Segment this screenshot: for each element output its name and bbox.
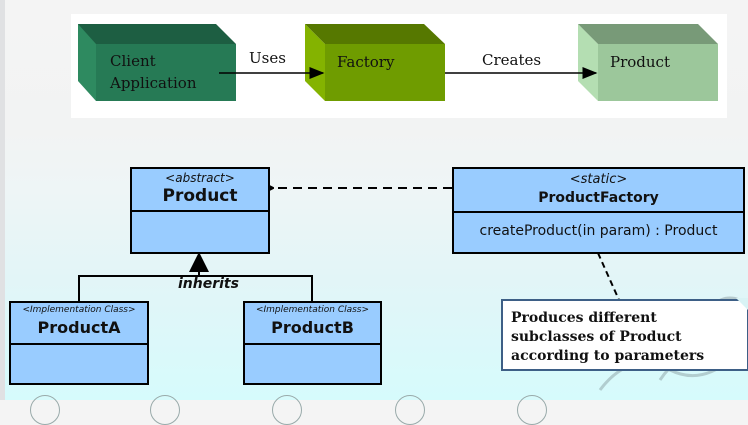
factory-label: Factory bbox=[337, 53, 395, 71]
class-stereotype: <Implementation Class> bbox=[255, 305, 370, 315]
client-label-line-1: Client bbox=[110, 52, 156, 70]
note-line-3: according to parameters bbox=[511, 348, 705, 364]
class-stereotype: <Implementation Class> bbox=[22, 305, 136, 315]
note-callout: Produces different subclasses of Product… bbox=[501, 299, 748, 371]
uml-connectors bbox=[78, 0, 620, 301]
creates-label: Creates bbox=[482, 51, 542, 69]
product-label: Product bbox=[610, 53, 670, 71]
uses-label: Uses bbox=[249, 49, 286, 67]
left-edge-bar bbox=[0, 0, 5, 400]
client-application-box bbox=[78, 24, 236, 101]
class-name: ProductB bbox=[271, 318, 354, 337]
client-label-line-2: Application bbox=[110, 74, 197, 92]
class-method: createProduct(in param) : Product bbox=[479, 223, 718, 239]
flow-diagram bbox=[78, 24, 718, 101]
inherits-branch bbox=[78, 275, 313, 301]
class-name: ProductA bbox=[37, 318, 121, 337]
note-line-1: Produces different bbox=[511, 310, 657, 326]
class-name: ProductFactory bbox=[538, 190, 659, 206]
inherits-label: inherits bbox=[178, 276, 239, 292]
note-dashed-connector bbox=[597, 252, 620, 301]
class-stereotype: <static> bbox=[569, 172, 628, 187]
product-box bbox=[578, 24, 718, 101]
note-line-2: subclasses of Product bbox=[511, 329, 682, 345]
uml-class-product-factory: <static> ProductFactory createProduct(in… bbox=[452, 167, 745, 254]
factory-box bbox=[305, 24, 445, 101]
note-folded-corner bbox=[736, 298, 748, 312]
class-name: Product bbox=[162, 186, 238, 206]
class-stereotype: <abstract> bbox=[165, 171, 235, 185]
class-header: <Implementation Class> ProductA bbox=[11, 303, 147, 345]
class-header: <static> ProductFactory bbox=[454, 169, 743, 213]
client-application-label: Client Application bbox=[110, 50, 197, 94]
uml-class-product-a: <Implementation Class> ProductA bbox=[9, 301, 149, 385]
uml-class-product-b: <Implementation Class> ProductB bbox=[243, 301, 382, 385]
class-header: <abstract> Product bbox=[132, 169, 268, 212]
class-header: <Implementation Class> ProductB bbox=[245, 303, 380, 345]
uml-class-product: <abstract> Product bbox=[130, 167, 270, 254]
